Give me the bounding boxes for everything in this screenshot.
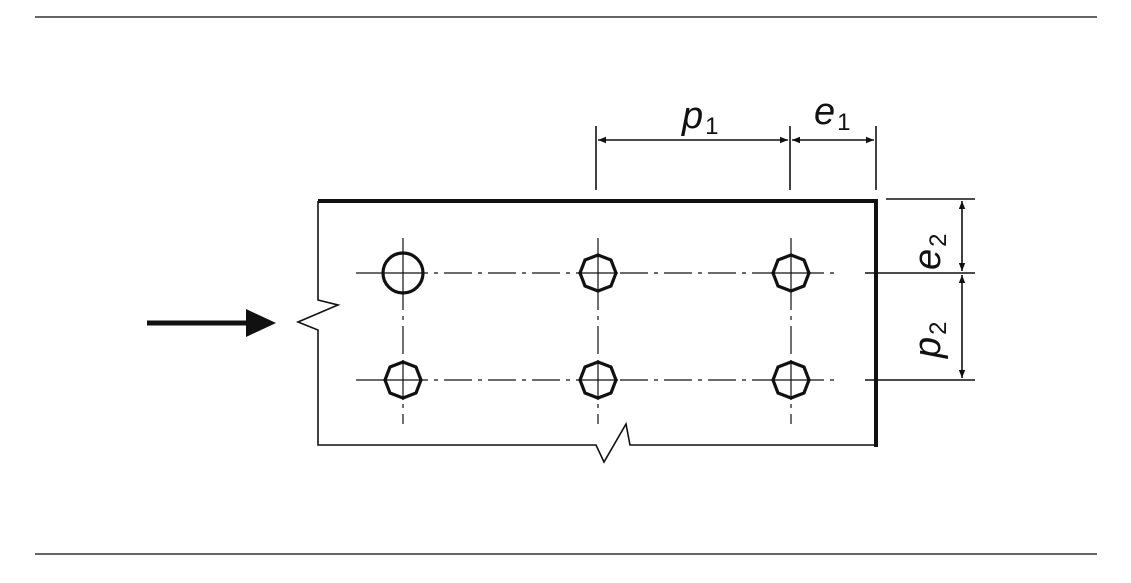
label-e2: e2	[907, 234, 952, 271]
label-p2: p2	[907, 322, 952, 360]
bolt-center-marks	[383, 253, 811, 400]
bolts	[381, 251, 811, 400]
horizontal-dimensions	[595, 126, 877, 190]
plate-left-break-edge	[295, 201, 876, 464]
plate	[295, 199, 878, 464]
label-p1: p1	[681, 95, 719, 140]
load-arrow	[147, 309, 276, 337]
vertical-dimensions	[865, 198, 975, 381]
label-e1: e1	[814, 91, 851, 136]
